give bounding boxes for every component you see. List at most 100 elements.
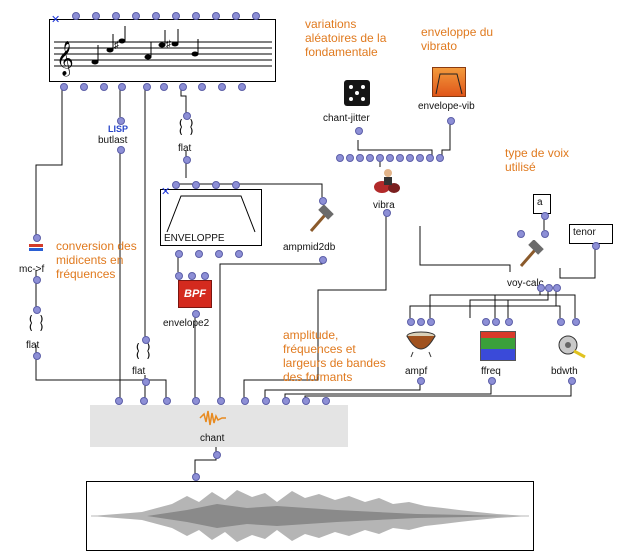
inlet[interactable] — [92, 12, 100, 20]
inlet[interactable] — [541, 230, 549, 238]
inlet[interactable] — [117, 117, 125, 125]
inlet[interactable] — [142, 336, 150, 344]
inlet[interactable] — [482, 318, 490, 326]
inlet[interactable] — [282, 397, 290, 405]
inlet[interactable] — [115, 397, 123, 405]
sound-output[interactable] — [86, 481, 534, 551]
inlet[interactable] — [192, 12, 200, 20]
chant-panel[interactable] — [90, 405, 348, 447]
inlet[interactable] — [572, 318, 580, 326]
outlet[interactable] — [383, 209, 391, 217]
outlet[interactable] — [179, 83, 187, 91]
outlet[interactable] — [160, 83, 168, 91]
inlet[interactable] — [33, 306, 41, 314]
outlet[interactable] — [100, 83, 108, 91]
inlet[interactable] — [172, 181, 180, 189]
inlet[interactable] — [407, 318, 415, 326]
outlet[interactable] — [60, 83, 68, 91]
enveloppe-editor[interactable] — [160, 189, 262, 246]
inlet[interactable] — [188, 272, 196, 280]
inlet[interactable] — [252, 12, 260, 20]
close-icon[interactable]: ✕ — [161, 186, 171, 198]
inlet[interactable] — [232, 181, 240, 189]
outlet[interactable] — [592, 242, 600, 250]
color-bars-icon[interactable] — [480, 331, 516, 361]
inlet[interactable] — [192, 473, 200, 481]
inlet[interactable] — [262, 397, 270, 405]
inlet[interactable] — [336, 154, 344, 162]
timpani-icon[interactable] — [405, 330, 437, 358]
inlet[interactable] — [406, 154, 414, 162]
inlet[interactable] — [356, 154, 364, 162]
outlet[interactable] — [417, 377, 425, 385]
inlet[interactable] — [201, 272, 209, 280]
inlet[interactable] — [183, 112, 191, 120]
outlet[interactable] — [218, 83, 226, 91]
outlet[interactable] — [33, 352, 41, 360]
flat-icon[interactable]: ( )( ) — [135, 343, 152, 361]
inlet[interactable] — [33, 234, 41, 242]
inlet[interactable] — [427, 318, 435, 326]
outlet[interactable] — [238, 83, 246, 91]
inlet[interactable] — [557, 318, 565, 326]
outlet[interactable] — [488, 377, 496, 385]
outlet[interactable] — [213, 451, 221, 459]
outlet[interactable] — [118, 83, 126, 91]
outlet[interactable] — [541, 212, 549, 220]
close-icon[interactable]: ✕ — [51, 14, 61, 26]
inlet[interactable] — [417, 318, 425, 326]
inlet[interactable] — [212, 181, 220, 189]
butlast-label[interactable]: butlast — [98, 135, 128, 146]
inlet[interactable] — [152, 12, 160, 20]
envelope-icon[interactable] — [432, 67, 466, 97]
outlet[interactable] — [319, 256, 327, 264]
outlet[interactable] — [80, 83, 88, 91]
outlet[interactable] — [33, 276, 41, 284]
inlet[interactable] — [163, 397, 171, 405]
inlet[interactable] — [366, 154, 374, 162]
inlet[interactable] — [346, 154, 354, 162]
inlet[interactable] — [517, 230, 525, 238]
inlet[interactable] — [192, 397, 200, 405]
outlet[interactable] — [117, 146, 125, 154]
dice-icon[interactable] — [343, 79, 371, 107]
outlet[interactable] — [235, 250, 243, 258]
outlet[interactable] — [568, 377, 576, 385]
outlet[interactable] — [537, 284, 545, 292]
inlet[interactable] — [436, 154, 444, 162]
voice-input[interactable]: tenor — [569, 224, 613, 244]
inlet[interactable] — [396, 154, 404, 162]
inlet[interactable] — [212, 12, 220, 20]
outlet[interactable] — [553, 284, 561, 292]
inlet[interactable] — [426, 154, 434, 162]
inlet[interactable] — [172, 12, 180, 20]
inlet[interactable] — [319, 197, 327, 205]
outlet[interactable] — [447, 117, 455, 125]
bpf-icon[interactable]: BPF — [178, 280, 212, 308]
vowel-input[interactable]: a — [533, 194, 551, 214]
inlet[interactable] — [232, 12, 240, 20]
hammer-icon[interactable] — [305, 204, 335, 235]
flat-icon[interactable]: ( )( ) — [28, 315, 45, 333]
drummer-icon[interactable] — [372, 167, 402, 195]
inlet[interactable] — [386, 154, 394, 162]
outlet[interactable] — [545, 284, 553, 292]
outlet[interactable] — [183, 156, 191, 164]
inlet[interactable] — [175, 272, 183, 280]
inlet[interactable] — [112, 12, 120, 20]
outlet[interactable] — [192, 310, 200, 318]
inlet[interactable] — [140, 397, 148, 405]
outlet[interactable] — [142, 378, 150, 386]
inlet[interactable] — [376, 154, 384, 162]
conversion-icon[interactable] — [29, 244, 43, 254]
outlet[interactable] — [143, 83, 151, 91]
outlet[interactable] — [175, 250, 183, 258]
inlet[interactable] — [217, 397, 225, 405]
outlet[interactable] — [198, 83, 206, 91]
inlet[interactable] — [72, 12, 80, 20]
flat-icon[interactable]: ( )( ) — [178, 119, 195, 137]
inlet[interactable] — [302, 397, 310, 405]
outlet[interactable] — [195, 250, 203, 258]
inlet[interactable] — [192, 181, 200, 189]
inlet[interactable] — [132, 12, 140, 20]
